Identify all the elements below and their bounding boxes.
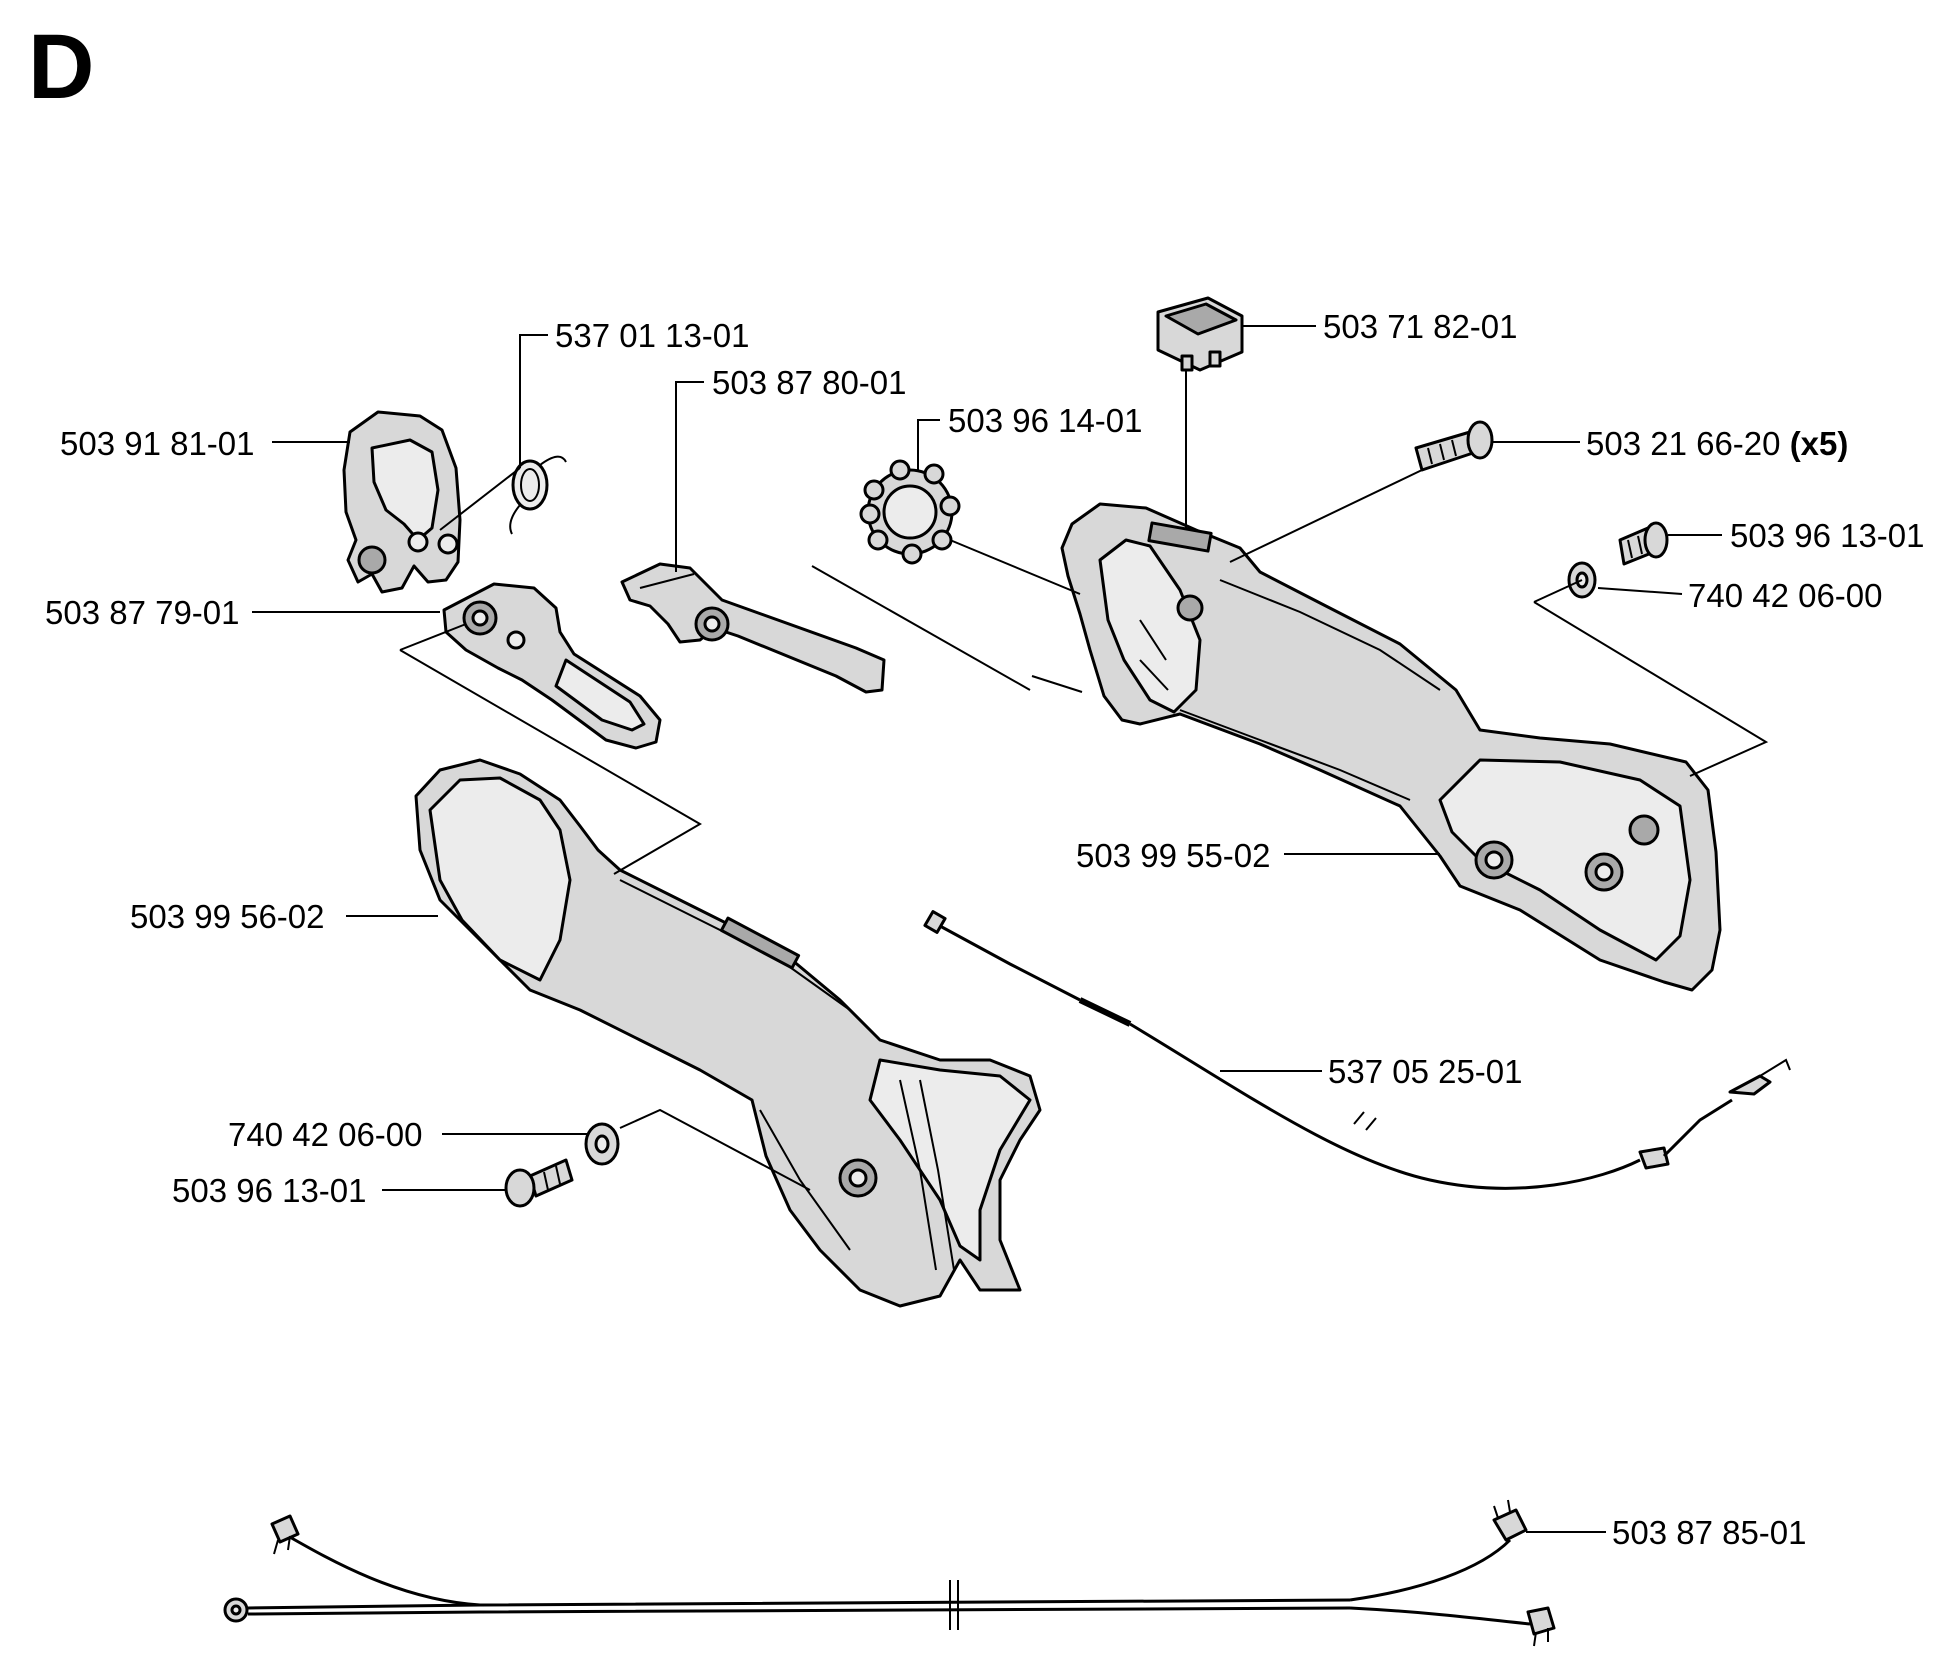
label-ring-nut: 503 96 14-01: [948, 402, 1143, 439]
washer-left-part: [584, 1122, 620, 1166]
label-left-handle-half: 503 99 56-02: [130, 898, 325, 935]
label-washer-left: 740 42 06-00: [228, 1116, 423, 1153]
throttle-trigger-part: [442, 582, 662, 750]
wire-harness-part: [223, 1499, 1556, 1647]
ring-nut-part: [859, 459, 961, 565]
screw-left-part: [504, 1158, 574, 1208]
spring-part: [509, 455, 567, 535]
label-right-handle-half: 503 99 55-02: [1076, 837, 1271, 874]
leader-lines: [252, 325, 1769, 1533]
label-lever-link: 503 87 80-01: [712, 364, 907, 401]
label-throttle-cable: 537 05 25-01: [1328, 1053, 1523, 1090]
label-screw-left: 503 96 13-01: [172, 1172, 367, 1209]
lever-link-part: [620, 562, 886, 694]
label-screw-right: 503 96 13-01: [1730, 517, 1925, 554]
label-switch: 503 71 82-01: [1323, 308, 1518, 345]
right-handle-half-part: [1060, 502, 1722, 992]
label-wire-harness: 503 87 85-01: [1612, 1514, 1807, 1551]
switch-part: [1156, 296, 1244, 372]
label-throttle-trigger: 503 87 79-01: [45, 594, 240, 631]
screw-x5-part: [1414, 420, 1494, 472]
label-bracket: 503 91 81-01: [60, 425, 255, 462]
bracket-part: [342, 410, 462, 594]
throttle-cable-part: [923, 910, 1791, 1190]
left-handle-half-part: [414, 758, 1042, 1308]
label-washer-right: 740 42 06-00: [1688, 577, 1883, 614]
screw-right-part: [1618, 521, 1669, 566]
label-screw-x5: 503 21 66-20 (x5): [1586, 425, 1848, 462]
section-letter: D: [28, 16, 94, 118]
label-spring: 537 01 13-01: [555, 317, 750, 354]
